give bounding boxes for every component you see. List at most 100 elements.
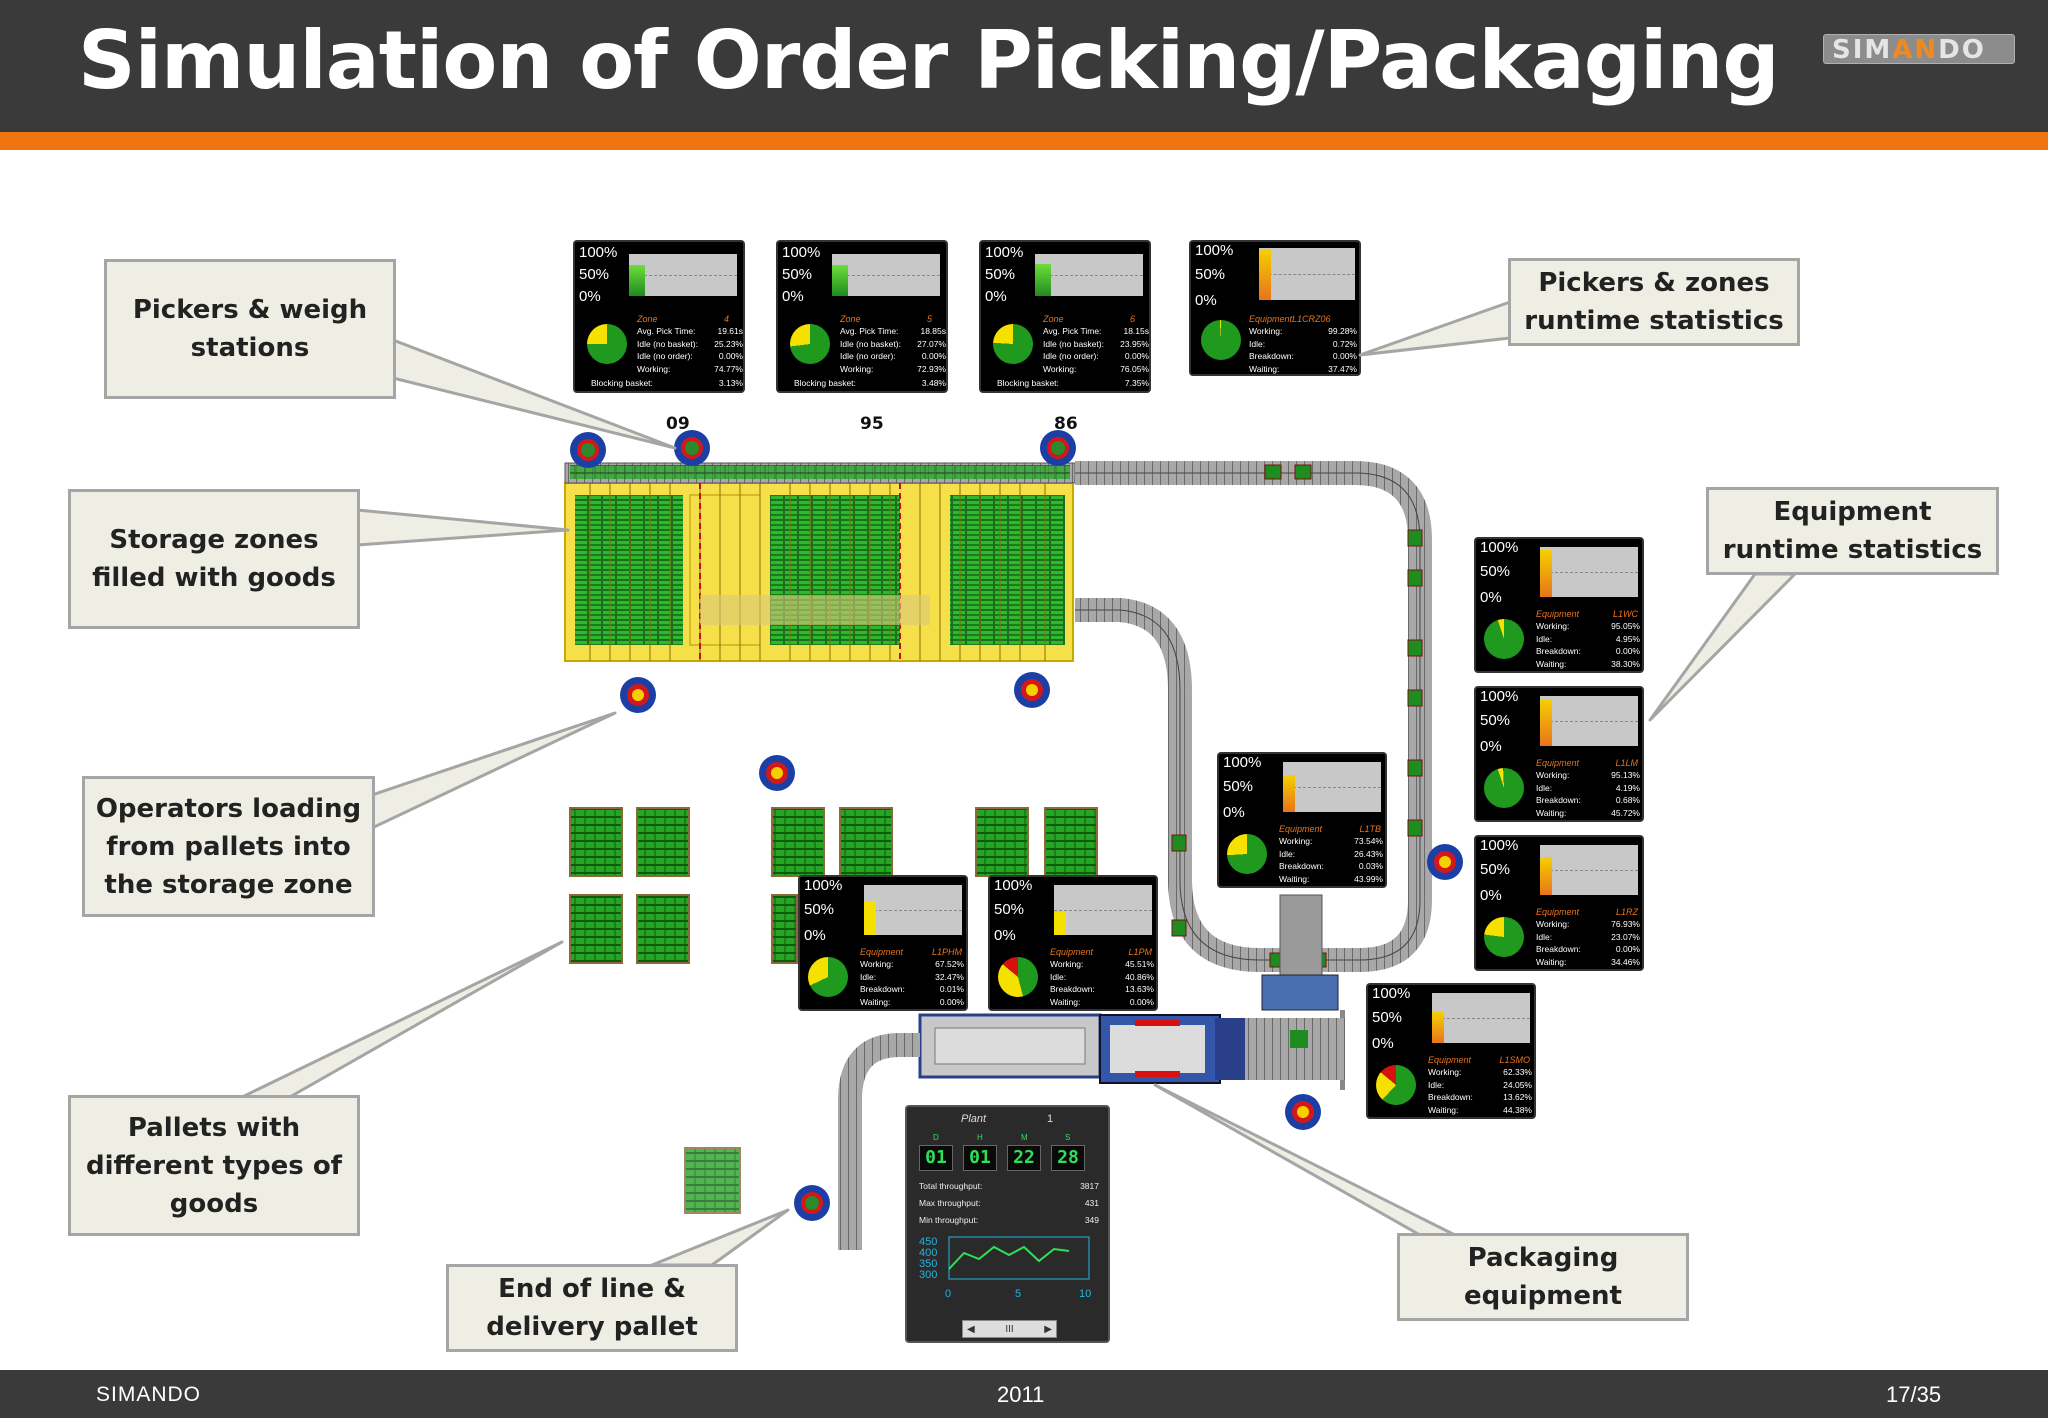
axis-100-label: 100% [1480,688,1519,705]
blocking-basket-value: 3.48% [921,378,946,388]
waiting-label: Waiting: [1050,996,1081,1007]
breakdown-label: Breakdown: [1428,1092,1473,1102]
waiting-value: 44.38% [1503,1104,1532,1115]
x-tick: 10 [1079,1288,1091,1300]
idle-no-order-value: 0.00% [921,351,946,361]
equipment-id: L1RZ [1615,907,1638,917]
callout-storage-zones: Storage zones filled with goods [68,489,360,629]
pointer-equipment-stats [1648,572,1797,722]
avg-pick-time-label: Avg. Pick Time: [840,326,899,336]
x-tick: 5 [1015,1288,1021,1300]
idle-value: 4.95% [1615,633,1640,644]
y-tick: 300 [919,1269,937,1281]
plot-frame [948,1236,1090,1280]
breakdown-label: Breakdown: [1249,351,1294,361]
utilization-fill [1054,912,1066,935]
axis-50-label: 50% [1223,778,1254,795]
axis-0-label: 0% [994,927,1016,944]
breakdown-value: 0.00% [1615,646,1640,656]
breakdown-value: 0.68% [1615,795,1640,805]
idle-no-order-value: 0.00% [718,351,743,361]
idle-no-basket-value: 23.95% [1120,338,1149,349]
storage-zone [564,482,1074,662]
blocking-basket-label: Blocking basket: [794,378,856,388]
minutes-counter: 22 [1007,1145,1041,1171]
equipment-id: L1PM [1128,947,1152,957]
avg-pick-time-value: 18.85s [920,326,946,336]
zone-label: Zone [840,314,861,324]
y-tick: 350 [919,1258,937,1270]
blocking-basket-label: Blocking basket: [997,378,1059,388]
hours-counter: 01 [963,1145,997,1171]
working-pie [790,324,830,364]
waiting-value: 38.30% [1611,658,1640,669]
operator-icons [570,430,1463,1221]
equipment-label: Equipment [1428,1055,1472,1065]
chart-scrollbar[interactable]: ◀ III ▶ [962,1320,1057,1338]
idle-value: 24.05% [1503,1079,1532,1090]
logo-text-an: AN [1892,35,1939,65]
working-value: 95.05% [1611,621,1640,631]
callout-equipment-stats: Equipment runtime statistics [1706,487,1999,575]
working-value: 76.05% [1120,363,1149,374]
scroll-right-icon[interactable]: ▶ [1044,1323,1052,1335]
axis-0-label: 0% [804,927,826,944]
axis-0-label: 0% [782,288,804,305]
working-pie [993,324,1033,364]
working-pie [1201,320,1241,360]
breakdown-label: Breakdown: [860,984,905,994]
weigh-station-number: 09 [666,414,690,434]
waiting-value: 0.00% [1129,996,1154,1007]
footer-year: 2011 [997,1382,1045,1407]
waiting-value: 43.99% [1354,873,1383,884]
max-throughput-label: Max throughput: [919,1198,981,1208]
axis-100-label: 100% [994,877,1033,894]
utilization-fill [1283,775,1295,812]
idle-label: Idle: [1050,971,1067,982]
simando-logo: SIMANDO [1823,34,2015,65]
callout-packaging-equipment: Packaging equipment [1397,1233,1689,1321]
axis-50-label: 50% [804,901,835,918]
utilization-fill [1540,856,1552,895]
throughput-chart: 450 400 350 300 0 5 10 [919,1236,1091,1300]
axis-100-label: 100% [782,244,821,261]
total-throughput-value: 3817 [1080,1181,1099,1191]
zone-id: 5 [926,314,932,324]
equipment-label: Equipment [860,947,904,957]
idle-value: 40.86% [1125,971,1154,982]
idle-value: 4.19% [1615,782,1640,793]
idle-no-order-value: 0.00% [1124,351,1149,361]
scroll-thumb[interactable]: III [1005,1323,1014,1335]
equipment-label: Equipment [1536,907,1580,917]
working-label: Working: [1043,363,1077,374]
idle-no-basket-value: 27.07% [917,338,946,349]
waiting-label: Waiting: [1536,658,1567,669]
axis-50-label: 50% [994,901,1025,918]
blocking-basket-label: Blocking basket: [591,378,653,388]
axis-50-label: 50% [1480,563,1511,580]
weigh-station-number: 95 [860,414,884,434]
idle-no-order-label: Idle (no order): [840,351,896,361]
avg-pick-time-label: Avg. Pick Time: [1043,326,1102,336]
idle-value: 23.07% [1611,931,1640,942]
packaging-tower [1279,894,1323,976]
scroll-left-icon[interactable]: ◀ [967,1323,975,1335]
idle-label: Idle: [1536,633,1553,644]
equipment-label: Equipment [1536,758,1580,768]
working-value: 67.52% [935,959,964,969]
axis-100-label: 100% [1480,539,1519,556]
utilization-chart [1540,845,1638,895]
end-of-line-conveyor [838,1033,920,1250]
idle-no-basket-label: Idle (no basket): [840,338,901,349]
minutes-label: M [1021,1133,1028,1142]
slide-footer: SIMANDO 2011 17/35 [0,1370,2048,1418]
logo-text-sim: SIM [1832,35,1893,65]
equipment-label: Equipment [1536,609,1580,619]
slide-header: Simulation of Order Picking/Packaging SI… [0,0,2048,132]
